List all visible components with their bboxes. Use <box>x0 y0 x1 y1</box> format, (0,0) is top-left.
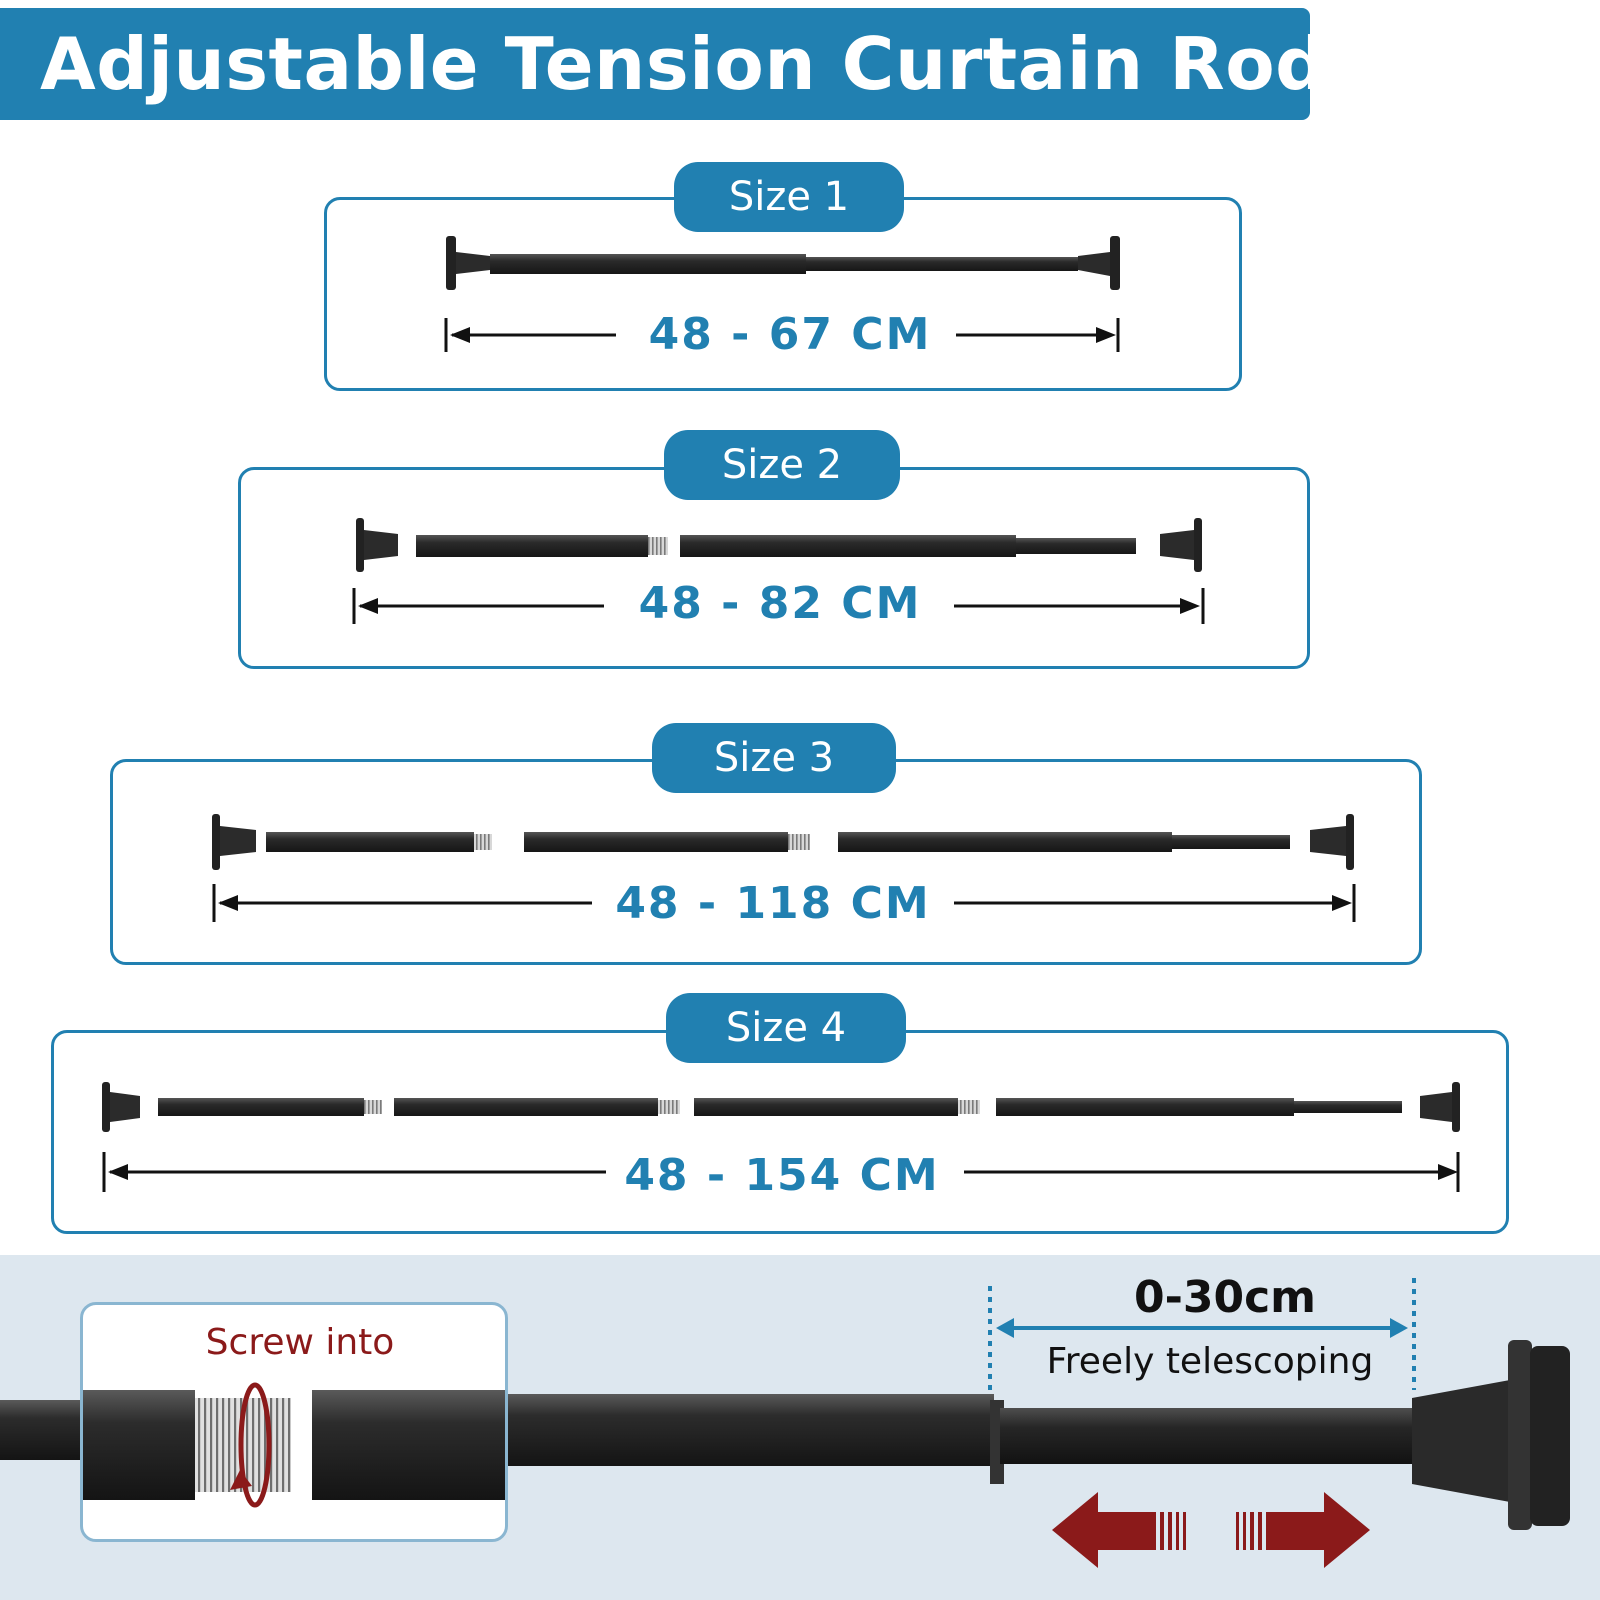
screw-into-label: Screw into <box>205 1322 395 1363</box>
size-4-range: 48 - 154 CM <box>624 1150 940 1201</box>
size-2-dimension-arrow <box>352 588 1205 624</box>
size-4-dimension-arrow <box>102 1152 1460 1192</box>
telescoping-range-value: 0-30cm <box>1133 1272 1317 1323</box>
size-3-pill: Size 3 <box>652 723 896 793</box>
size-2-pill: Size 2 <box>664 430 900 500</box>
move-right-arrow <box>1236 1492 1370 1568</box>
size-1-dimension-arrow <box>444 318 1120 352</box>
size-2-rod <box>356 518 1202 572</box>
size-1-rod <box>446 236 1120 290</box>
page-title: Adjustable Tension Curtain Rod <box>40 22 1328 106</box>
size-3-box <box>110 759 1422 965</box>
size-3-rod <box>212 814 1354 870</box>
size-4-rod <box>102 1082 1460 1132</box>
size-4-pill: Size 4 <box>666 993 906 1063</box>
size-4-box <box>51 1030 1509 1234</box>
size-3-dimension-arrow <box>212 884 1356 922</box>
title-banner <box>0 8 1310 120</box>
move-left-arrow <box>1052 1492 1186 1568</box>
size-2-range: 48 - 82 CM <box>638 578 922 629</box>
size-1-pill: Size 1 <box>674 162 904 232</box>
size-1-range: 48 - 67 CM <box>648 309 932 360</box>
telescoping-caption: Freely telescoping <box>1046 1341 1374 1382</box>
size-3-range: 48 - 118 CM <box>615 878 931 929</box>
